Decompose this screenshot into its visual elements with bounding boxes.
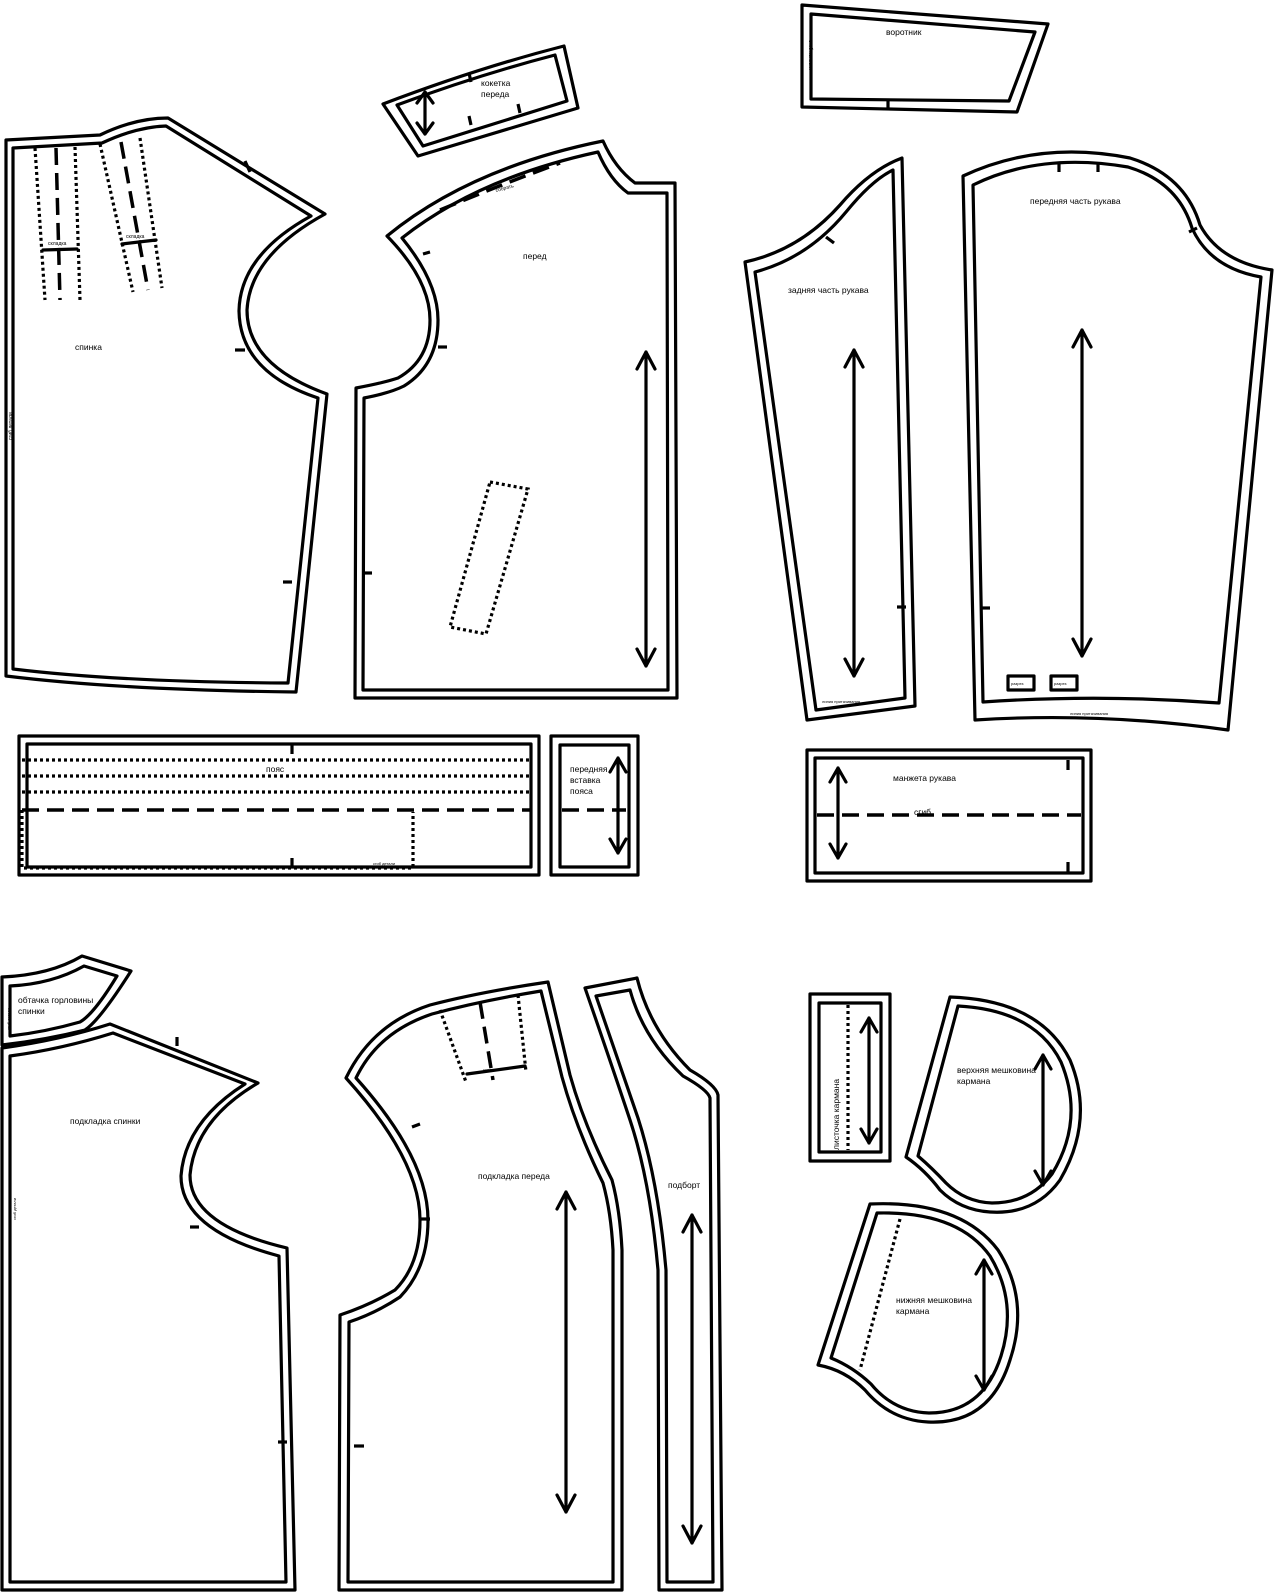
- label-podkladka-spinki: подкладка спинки: [70, 1116, 141, 1126]
- fold-label-podkladka-spinki: сгиб детали: [12, 1198, 17, 1220]
- piece-verkh-meshkovina: верхняя мешковина кармана: [904, 995, 1083, 1214]
- label-nizh-meshk-2: кармана: [896, 1306, 930, 1316]
- skladka-label-2: складка: [126, 234, 145, 240]
- label-verkh-meshk-1: верхняя мешковина: [957, 1065, 1036, 1075]
- sgib-detali-poyas: сгиб детали: [373, 861, 395, 866]
- piece-perednyaya-rukav: разрез разрез передняя часть рукава лини…: [961, 150, 1274, 732]
- piece-poyas: пояс сгиб детали: [17, 734, 541, 877]
- piece-nizh-meshkovina: нижняя мешковина кармана: [816, 1202, 1020, 1424]
- label-listochka: листочка кармана: [831, 1079, 841, 1150]
- razrez-label-2: разрез: [1054, 681, 1067, 686]
- label-perednyaya-rukav: передняя часть рукава: [1030, 196, 1121, 206]
- fold-label-vorotnik: сгиб полевки: [807, 40, 813, 70]
- piece-podkladka-spinki: подкладка спинки сгиб детали: [0, 1022, 297, 1592]
- label-obtachka-2: спинки: [18, 1006, 45, 1016]
- line-label-zadnyaya: линия притачивания: [822, 699, 860, 704]
- piece-koketka: кокетка переда: [381, 44, 580, 158]
- skladka-label-podkladka: складка: [483, 1067, 499, 1072]
- sobrat-label: собрать: [495, 183, 515, 194]
- razrez-label-1: разрез: [1011, 681, 1024, 686]
- label-zadnyaya-rukav: задняя часть рукава: [788, 285, 869, 295]
- label-nizh-meshk-1: нижняя мешковина: [896, 1295, 972, 1305]
- label-poyas: пояс: [266, 764, 285, 774]
- label-verkh-meshk-2: кармана: [957, 1076, 991, 1086]
- label-sgib: сгиб: [914, 807, 931, 817]
- piece-obtachka: обтачка горловины спинки сгиб детали: [0, 954, 133, 1047]
- piece-zadnyaya-rukav: задняя часть рукава линия притачивания: [743, 156, 917, 722]
- label-podbort: подборт: [668, 1180, 700, 1190]
- label-koketka-1: кокетка: [481, 78, 511, 88]
- label-vorotnik: воротник: [886, 27, 922, 37]
- label-pered: перед: [523, 251, 547, 261]
- fold-label-spinka: сгиб детали: [8, 412, 14, 440]
- label-koketka-2: переда: [481, 89, 510, 99]
- label-spinka: спинка: [75, 342, 102, 352]
- piece-pered: собрать перед: [353, 139, 679, 700]
- label-vstavka-3: пояса: [570, 786, 593, 796]
- label-vstavka-2: вставка: [570, 775, 601, 785]
- label-obtachka-1: обтачка горловины: [18, 995, 93, 1005]
- label-manzheta: манжета рукава: [893, 773, 956, 783]
- label-vstavka-1: передняя: [570, 764, 608, 774]
- piece-podkladka-pereda: складка подкладка переда: [337, 980, 624, 1592]
- piece-spinka: складка складка спинка сгиб детали: [4, 116, 329, 694]
- label-podkladka-pereda: подкладка переда: [478, 1171, 550, 1181]
- piece-manzheta: манжета рукава сгиб: [805, 748, 1093, 883]
- piece-vstavka-poyasa: передняя вставка пояса: [549, 734, 640, 877]
- fold-label-obtachka: сгиб детали: [6, 1008, 11, 1030]
- piece-podbort: подборт: [583, 976, 724, 1592]
- skladka-label-1: складка: [48, 241, 67, 247]
- line-label-perednyaya: линия притачивания: [1070, 711, 1108, 716]
- piece-listochka: листочка кармана: [808, 992, 892, 1163]
- piece-vorotnik: воротник сгиб полевки: [800, 3, 1050, 114]
